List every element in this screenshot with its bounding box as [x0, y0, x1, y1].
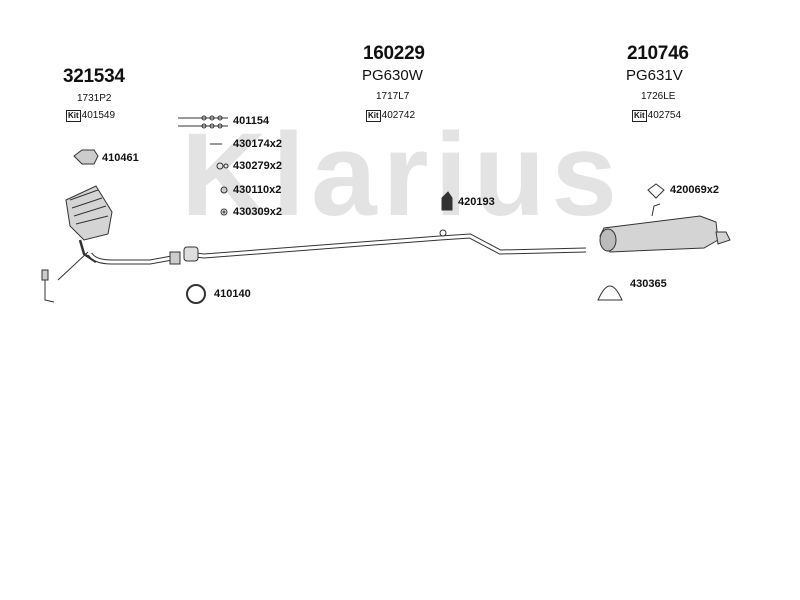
part-label: 430365 — [630, 278, 667, 290]
part-label: 430110x2 — [233, 184, 282, 196]
front-pipe-drawing — [87, 251, 181, 265]
group-ref-small: 1726LE — [641, 91, 676, 102]
hardware-icons — [73, 115, 665, 304]
center-pipe-drawing — [183, 229, 587, 262]
kit-number: 402754 — [647, 110, 682, 121]
lambda-sensor-drawing — [41, 251, 89, 303]
part-label: 430174x2 — [233, 138, 282, 150]
catalytic-converter-drawing — [65, 185, 113, 264]
group-code: 321534 — [63, 66, 125, 87]
part-label: 430309x2 — [233, 206, 282, 218]
kit-badge: Kit — [632, 110, 647, 122]
part-label: 410140 — [214, 288, 251, 300]
kit-badge: Kit — [366, 110, 381, 122]
kit-badge: Kit — [66, 110, 81, 122]
group-ref: PG631V — [626, 67, 683, 84]
part-label: 410461 — [102, 152, 139, 164]
kit-number: 401549 — [81, 110, 116, 121]
group-ref: 1731P2 — [77, 93, 112, 104]
group-ref-small: 1717L7 — [376, 91, 410, 102]
kit-reference: Kit 401549 — [66, 110, 115, 122]
group-ref: PG630W — [362, 67, 423, 84]
group-code: 210746 — [627, 43, 689, 64]
kit-number: 402742 — [381, 110, 416, 121]
part-label: 420193 — [458, 196, 495, 208]
part-label: 401154 — [233, 115, 270, 127]
kit-reference: Kit 402742 — [366, 110, 415, 122]
group-code: 160229 — [363, 43, 425, 64]
part-label: 420069x2 — [670, 184, 719, 196]
rear-silencer-drawing — [599, 203, 731, 253]
part-label: 430279x2 — [233, 160, 282, 172]
kit-reference: Kit 402754 — [632, 110, 681, 122]
watermark-logo: Klarius — [181, 109, 623, 241]
